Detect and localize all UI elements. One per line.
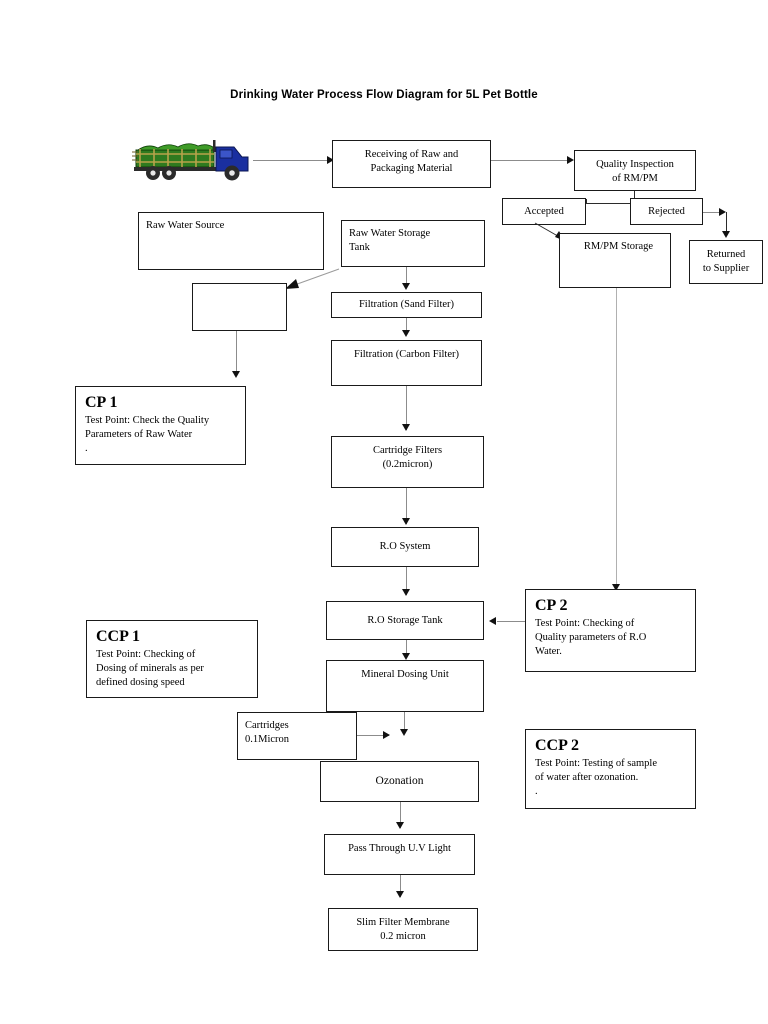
- arrowhead-ro-tank-to-dosing: [401, 653, 410, 660]
- node-cartridges-01-micron[interactable]: Cartridges 0.1Micron: [237, 712, 357, 760]
- arrowhead-truck-to-receiving: [327, 155, 334, 164]
- connector-dosing-to-ozonation: [404, 712, 405, 730]
- node-rm-pm-storage[interactable]: RM/PM Storage: [559, 233, 671, 288]
- connector-tank-to-unlabeled: [285, 268, 340, 289]
- node-quality-inspection[interactable]: Quality Inspection of RM/PM: [574, 150, 696, 191]
- node-filtration-carbon-label: Filtration (Carbon Filter): [354, 349, 459, 360]
- node-filtration-sand-label: Filtration (Sand Filter): [358, 299, 455, 311]
- ccp1-heading: CCP 1: [96, 628, 140, 645]
- node-ro-storage-tank[interactable]: R.O Storage Tank: [326, 601, 484, 640]
- node-ozonation-label: Ozonation: [375, 774, 424, 787]
- connector-storage-to-cp2: [616, 288, 617, 588]
- connector-ozonation-to-uv: [400, 802, 401, 828]
- arrowhead-cartridges-to-column: [383, 730, 390, 739]
- node-raw-water-source-label: Raw Water Source: [146, 220, 225, 231]
- cp1-heading: CP 1: [85, 394, 118, 411]
- node-rm-pm-storage-label: RM/PM Storage: [583, 241, 654, 252]
- connector-tank-to-sand-filter: [406, 267, 407, 287]
- node-accepted[interactable]: Accepted: [502, 198, 586, 225]
- connector-split-to-accepted: [586, 199, 587, 204]
- arrowhead-ozonation-to-uv: [395, 822, 404, 829]
- arrowhead-rejected-right: [719, 207, 726, 216]
- node-slim-filter-membrane-label: Slim Filter Membrane 0.2 micron: [356, 917, 450, 942]
- connector-receiving-to-inspection: [491, 160, 567, 161]
- connector-cartridge-to-ro: [406, 488, 407, 524]
- node-slim-filter-membrane[interactable]: Slim Filter Membrane 0.2 micron: [328, 908, 478, 951]
- arrowhead-carbon-to-cartridge: [401, 424, 410, 431]
- arrowhead-rejected-to-returned: [721, 231, 730, 238]
- node-filtration-sand[interactable]: Filtration (Sand Filter): [331, 292, 482, 318]
- node-rejected-label: Rejected: [648, 205, 685, 217]
- node-ro-system[interactable]: R.O System: [331, 527, 479, 567]
- ccp2-heading: CCP 2: [535, 737, 579, 754]
- node-raw-water-storage-tank[interactable]: Raw Water Storage Tank: [341, 220, 485, 267]
- cp2-heading: CP 2: [535, 597, 568, 614]
- node-accepted-label: Accepted: [524, 205, 564, 217]
- truck-svg: [132, 140, 249, 181]
- connector-sand-to-carbon: [406, 318, 407, 334]
- connector-inspection-stem: [634, 191, 635, 203]
- node-raw-water-storage-tank-label: Raw Water Storage Tank: [349, 228, 431, 253]
- connector-rejected-right: [703, 212, 721, 213]
- node-returned-to-supplier-label: Returned to Supplier: [702, 249, 750, 274]
- connector-carbon-to-cartridge: [406, 386, 407, 430]
- arrowhead-sand-to-carbon: [401, 330, 410, 337]
- node-uv-light-label: Pass Through U.V Light: [348, 843, 451, 854]
- control-point-cp2[interactable]: CP 2 Test Point: Checking of Quality par…: [525, 589, 696, 672]
- connector-ro-tank-to-dosing: [406, 640, 407, 658]
- control-point-ccp2[interactable]: CCP 2 Test Point: Testing of sample of w…: [525, 729, 696, 809]
- connector-ro-to-ro-tank: [406, 567, 407, 595]
- ccp2-body: Test Point: Testing of sample of water a…: [535, 757, 657, 798]
- node-uv-light[interactable]: Pass Through U.V Light: [324, 834, 475, 875]
- connector-unlabeled-to-cp1: [236, 331, 237, 375]
- node-cartridges-01-micron-label: Cartridges 0.1Micron: [245, 720, 290, 745]
- node-quality-inspection-label: Quality Inspection of RM/PM: [596, 159, 674, 184]
- arrowhead-ro-to-ro-tank: [401, 589, 410, 596]
- arrowhead-unlabeled-to-cp1: [231, 371, 240, 378]
- node-ozonation[interactable]: Ozonation: [320, 761, 479, 802]
- control-point-cp1[interactable]: CP 1 Test Point: Check the Quality Param…: [75, 386, 246, 465]
- node-ro-storage-tank-label: R.O Storage Tank: [367, 614, 443, 626]
- cp1-body: Test Point: Check the Quality Parameters…: [85, 414, 210, 455]
- connector-cp2-to-ro-tank: [497, 621, 525, 622]
- connector-uv-to-membrane: [400, 875, 401, 897]
- node-cartridge-filters-label: Cartridge Filters (0.2micron): [372, 445, 443, 470]
- arrowhead-dosing-to-ozonation: [399, 729, 408, 736]
- connector-cartridges-to-column: [357, 735, 389, 736]
- delivery-truck-icon: [128, 136, 250, 187]
- cp2-body: Test Point: Checking of Quality paramete…: [535, 617, 647, 658]
- node-rejected[interactable]: Rejected: [630, 198, 703, 225]
- node-mineral-dosing-unit[interactable]: Mineral Dosing Unit: [326, 660, 484, 712]
- connector-rejected-down: [726, 212, 727, 234]
- node-raw-water-source[interactable]: Raw Water Source: [138, 212, 324, 270]
- control-point-ccp1[interactable]: CCP 1 Test Point: Checking of Dosing of …: [86, 620, 258, 698]
- ccp1-body: Test Point: Checking of Dosing of minera…: [96, 648, 204, 689]
- node-receiving-label: Receiving of Raw and Packaging Material: [364, 149, 459, 174]
- node-mineral-dosing-unit-label: Mineral Dosing Unit: [361, 669, 449, 680]
- node-returned-to-supplier[interactable]: Returned to Supplier: [689, 240, 763, 284]
- node-ro-system-label: R.O System: [379, 541, 431, 553]
- arrowhead-cartridge-to-ro: [401, 518, 410, 525]
- node-unlabeled-box[interactable]: [192, 283, 287, 331]
- arrowhead-tank-to-sand-filter: [401, 283, 410, 290]
- node-receiving[interactable]: Receiving of Raw and Packaging Material: [332, 140, 491, 188]
- arrowhead-uv-to-membrane: [395, 891, 404, 898]
- node-filtration-carbon[interactable]: Filtration (Carbon Filter): [331, 340, 482, 386]
- arrowhead-storage-to-cp2: [611, 584, 620, 591]
- arrowhead-cp2-to-ro-tank: [489, 616, 496, 625]
- connector-truck-to-receiving: [253, 160, 327, 161]
- node-cartridge-filters[interactable]: Cartridge Filters (0.2micron): [331, 436, 484, 488]
- page-title: Drinking Water Process Flow Diagram for …: [230, 89, 538, 101]
- arrowhead-receiving-to-inspection: [567, 155, 574, 164]
